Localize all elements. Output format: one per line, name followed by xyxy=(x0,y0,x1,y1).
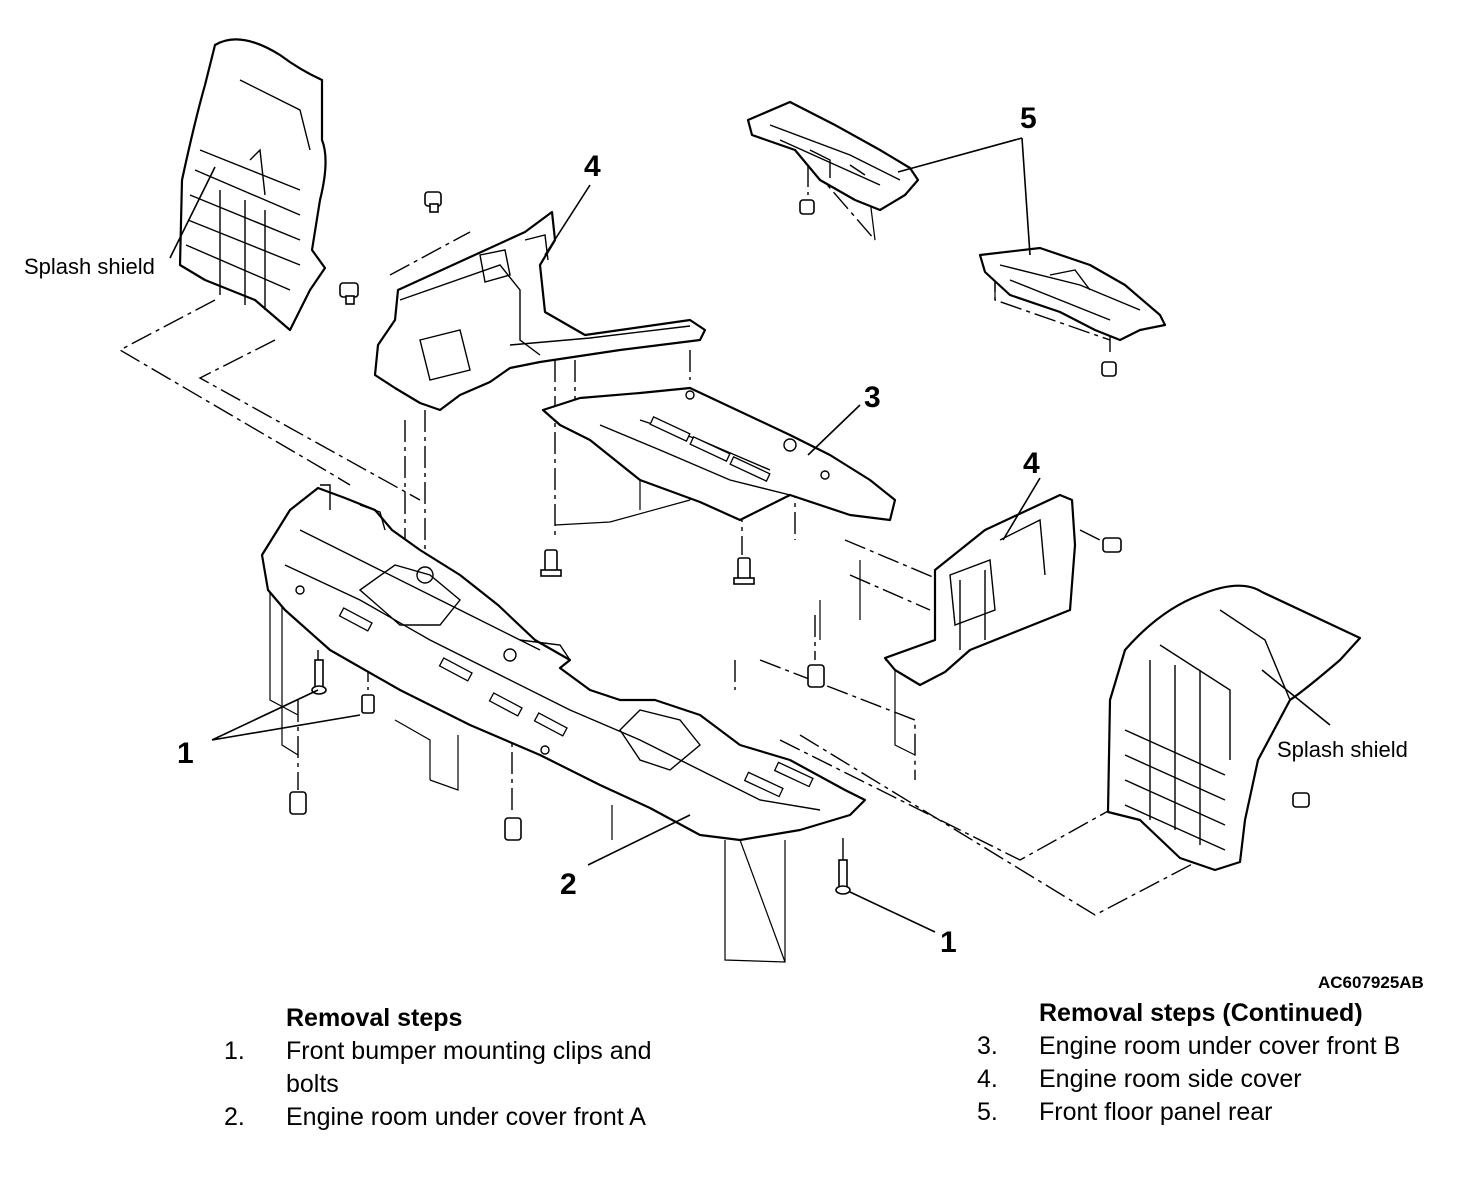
bolt-icon xyxy=(289,791,307,815)
right-splash-shield xyxy=(1106,584,1362,872)
clip-icon xyxy=(1101,361,1117,377)
callout-5: 5 xyxy=(1020,102,1037,135)
removal-steps: Removal steps 1. Front bumper mounting c… xyxy=(224,1002,724,1134)
callout-1-right: 1 xyxy=(940,926,957,959)
step-number: 2. xyxy=(224,1103,245,1131)
fasteners xyxy=(289,191,1310,895)
bolt-icon xyxy=(311,659,327,695)
bolt-icon xyxy=(733,557,755,585)
left-splash-shield xyxy=(178,38,327,332)
splash-shield-label-right: Splash shield xyxy=(1277,737,1408,762)
step-text: Engine room side cover xyxy=(1039,1065,1302,1093)
step-text: Engine room under cover front A xyxy=(286,1103,646,1131)
side-cover-left xyxy=(373,210,707,412)
callout-4-right: 4 xyxy=(1023,447,1040,480)
bolt-icon xyxy=(807,664,825,688)
list-item: 5. Front floor panel rear xyxy=(977,1096,1467,1129)
step-number: 5. xyxy=(977,1098,998,1126)
clip-icon xyxy=(1292,792,1310,808)
clip-icon xyxy=(1102,537,1122,553)
callout-4-left: 4 xyxy=(584,150,601,183)
floor-panel-rear-lower xyxy=(978,246,1167,342)
bolt-icon xyxy=(361,694,375,714)
removal-steps-continued: Removal steps (Continued) 3. Engine room… xyxy=(977,997,1467,1129)
step-text: Engine room under cover front B xyxy=(1039,1032,1401,1060)
step-number: 3. xyxy=(977,1032,998,1060)
clip-icon xyxy=(799,199,815,215)
step-text: Front bumper mounting clips and bolts xyxy=(286,1035,651,1101)
step-text-line: Front bumper mounting clips and xyxy=(286,1037,652,1065)
list-item: 3. Engine room under cover front B xyxy=(977,1030,1467,1063)
side-cover-right xyxy=(883,493,1077,687)
list-item: 4. Engine room side cover xyxy=(977,1063,1467,1096)
splash-shield-label-left: Splash shield xyxy=(24,254,155,279)
bolt-icon xyxy=(504,817,522,841)
callout-1-left: 1 xyxy=(177,737,194,770)
removal-steps-heading: Removal steps xyxy=(286,1004,463,1032)
clip-icon xyxy=(424,191,442,213)
step-text-line: bolts xyxy=(286,1070,339,1098)
removal-steps-continued-heading: Removal steps (Continued) xyxy=(1039,999,1363,1027)
figure-id: AC607925AB xyxy=(1318,973,1424,992)
bolt-icon xyxy=(540,549,562,577)
step-number: 4. xyxy=(977,1065,998,1093)
exploded-parts-diagram: 1 1 2 3 4 4 5 Splash shield Splash shiel… xyxy=(24,38,1424,992)
leader-lines xyxy=(169,137,1331,933)
callout-3: 3 xyxy=(864,381,881,414)
step-number: 1. xyxy=(224,1037,245,1065)
under-cover-front-a xyxy=(260,484,867,842)
list-item: 1. Front bumper mounting clips and bolts xyxy=(224,1035,724,1101)
bolt-icon xyxy=(835,859,851,895)
callout-2: 2 xyxy=(560,868,577,901)
list-item: 2. Engine room under cover front A xyxy=(224,1101,724,1134)
step-text: Front floor panel rear xyxy=(1039,1098,1273,1126)
clip-icon xyxy=(339,282,359,305)
under-cover-front-b xyxy=(541,386,897,522)
floor-panel-rear-top xyxy=(746,100,920,212)
